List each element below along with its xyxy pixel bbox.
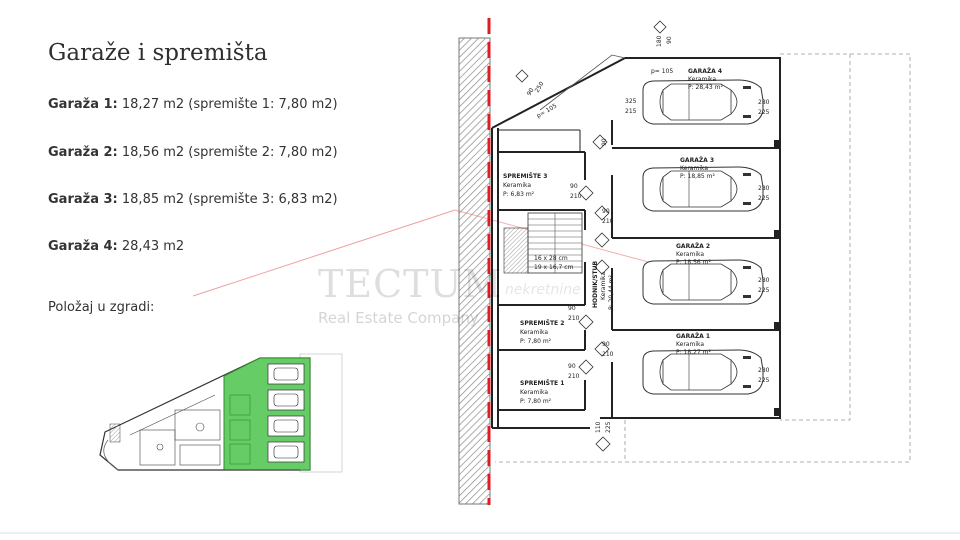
- garage-dim: 280: [758, 367, 770, 374]
- car-icon: [642, 349, 764, 395]
- storage-area: P: 7,80 m²: [520, 338, 552, 345]
- garage-label: GARAŽA 3: [680, 156, 714, 164]
- door-symbol-top: [653, 20, 667, 34]
- spec-label: Garaža 3:: [48, 192, 118, 207]
- page-title: Garaže i spremišta: [48, 40, 268, 66]
- outer-dashed-lines: [495, 53, 911, 463]
- corridor-label: HODNIK/STUB: [592, 261, 599, 308]
- door-dim: 90: [568, 363, 576, 370]
- car-icon: [642, 259, 764, 305]
- exterior-wall: [458, 37, 491, 505]
- garage-dim: 225: [758, 109, 770, 116]
- garage-area: P: 18,56 m²: [676, 259, 711, 266]
- garage-dim: 225: [758, 377, 770, 384]
- corridor-area: P: 20,44 m²: [608, 275, 615, 310]
- door-dim: 210: [602, 351, 614, 358]
- corridor-material: Keramika: [600, 272, 607, 300]
- door-dim: 90: [602, 341, 610, 348]
- spec-label: Garaža 4:: [48, 239, 118, 254]
- storage-label: SPREMIŠTE 2: [520, 320, 564, 327]
- garage-dim: 280: [758, 185, 770, 192]
- garage-material: Keramika: [688, 76, 716, 83]
- stair-dim: 16 x 28 cm: [534, 255, 568, 262]
- storage-material: Keramika: [520, 329, 548, 336]
- door-dim: 90: [602, 208, 610, 215]
- door-dim: 90: [570, 183, 578, 190]
- garage-dim: 225: [758, 287, 770, 294]
- storage-label: SPREMIŠTE 1: [520, 380, 564, 387]
- garage-area: P: 18,85 m²: [680, 173, 715, 180]
- storage-material: Keramika: [520, 389, 548, 396]
- spec-garage-2: Garaža 2: 18,56 m2 (spremište 2: 7,80 m2…: [48, 145, 338, 160]
- roof-line: [539, 54, 626, 111]
- location-minimap: [99, 353, 343, 473]
- garage-label: GARAŽA 1: [676, 332, 710, 340]
- dim-label: 215: [625, 108, 637, 115]
- garage-dim: 280: [758, 99, 770, 106]
- dim-label: 110: [595, 421, 602, 433]
- garage-area: P: 18,27 m²: [676, 349, 711, 356]
- storage-label: SPREMIŠTE 3: [503, 173, 547, 180]
- storage-area: P: 6,83 m²: [503, 191, 535, 198]
- spec-value: 18,85 m2 (spremište 3: 6,83 m2): [121, 192, 338, 207]
- garage-label: GARAŽA 2: [676, 242, 710, 250]
- storage-area: P: 7,80 m²: [520, 398, 552, 405]
- door-dim: 210: [568, 373, 580, 380]
- watermark-company: Real Estate Company: [318, 309, 479, 327]
- garage-material: Keramika: [676, 341, 704, 348]
- thin-walls: [498, 129, 581, 152]
- dim-label: 180: [656, 35, 663, 47]
- building-outline: [491, 57, 781, 429]
- spec-label: Garaža 2:: [48, 145, 118, 160]
- door-dim: 210: [570, 193, 582, 200]
- spec-value: 28,43 m2: [121, 239, 185, 254]
- door-dim: 210: [568, 315, 580, 322]
- dim-label: 325: [625, 98, 637, 105]
- garage-dim: 225: [758, 195, 770, 202]
- watermark-brand: TECTUM: [318, 262, 503, 306]
- door-symbol-roof: [515, 69, 529, 83]
- storage-material: Keramika: [503, 182, 531, 189]
- stair-dim: 19 x 16,7 cm: [534, 264, 574, 271]
- door-dim: 90: [601, 138, 608, 146]
- door-dim: 210: [602, 218, 614, 225]
- staircase: [503, 212, 583, 274]
- dim-label: 90: [666, 36, 673, 44]
- watermark-sub: nekretnine: [505, 282, 581, 298]
- garage-dim: 280: [758, 277, 770, 284]
- guide-line: [192, 209, 456, 297]
- dim-label: 250: [534, 80, 546, 94]
- garage-material: Keramika: [676, 251, 704, 258]
- position-label: Položaj u zgradi:: [48, 300, 155, 315]
- spec-garage-4: Garaža 4: 28,43 m2: [48, 239, 184, 254]
- door-symbols: [578, 134, 611, 452]
- garage-material: Keramika: [680, 165, 708, 172]
- interior-walls: [497, 120, 780, 428]
- spec-garage-3: Garaža 3: 18,85 m2 (spremište 3: 6,83 m2…: [48, 192, 338, 207]
- spec-value: 18,27 m2 (spremište 1: 7,80 m2): [121, 97, 338, 112]
- door-dim: 90: [568, 305, 576, 312]
- spec-garage-1: Garaža 1: 18,27 m2 (spremište 1: 7,80 m2…: [48, 97, 338, 112]
- dim-label: 225: [605, 421, 612, 433]
- garage-label: GARAŽA 4: [688, 67, 722, 75]
- spec-label: Garaža 1:: [48, 97, 118, 112]
- dim-label: 90: [526, 87, 536, 97]
- dim-label: p= 105: [651, 68, 673, 75]
- garage-door-markers: [774, 140, 780, 416]
- garage-area: P: 28,43 m²: [688, 84, 723, 91]
- spec-value: 18,56 m2 (spremište 2: 7,80 m2): [121, 145, 338, 160]
